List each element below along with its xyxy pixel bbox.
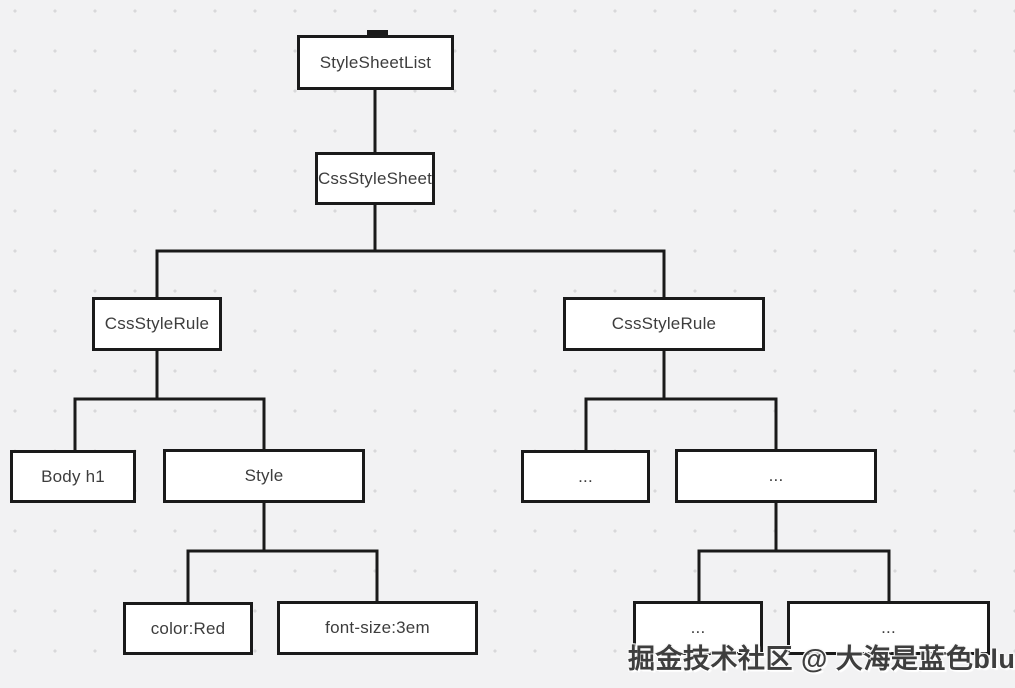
node-cssstylerule-left: CssStyleRule xyxy=(92,297,222,351)
node-font-size-3em: font-size:3em xyxy=(277,601,478,655)
node-style: Style xyxy=(163,449,365,503)
node-cssstylerule-right: CssStyleRule xyxy=(563,297,765,351)
node-ellipsis-right: ... xyxy=(675,449,877,503)
watermark-text: 掘金技术社区 @ 大海是蓝色blue xyxy=(628,644,1015,674)
node-stylesheetlist: StyleSheetList xyxy=(297,35,454,90)
connector-stub xyxy=(367,30,388,37)
node-body-h1: Body h1 xyxy=(10,450,136,503)
node-ellipsis-bottom-left: ... xyxy=(633,601,763,655)
node-color-red: color:Red xyxy=(123,602,253,655)
node-ellipsis-bottom-right: ... xyxy=(787,601,990,655)
node-cssstylesheet: CssStyleSheet xyxy=(315,152,435,205)
node-ellipsis-left: ... xyxy=(521,450,650,503)
